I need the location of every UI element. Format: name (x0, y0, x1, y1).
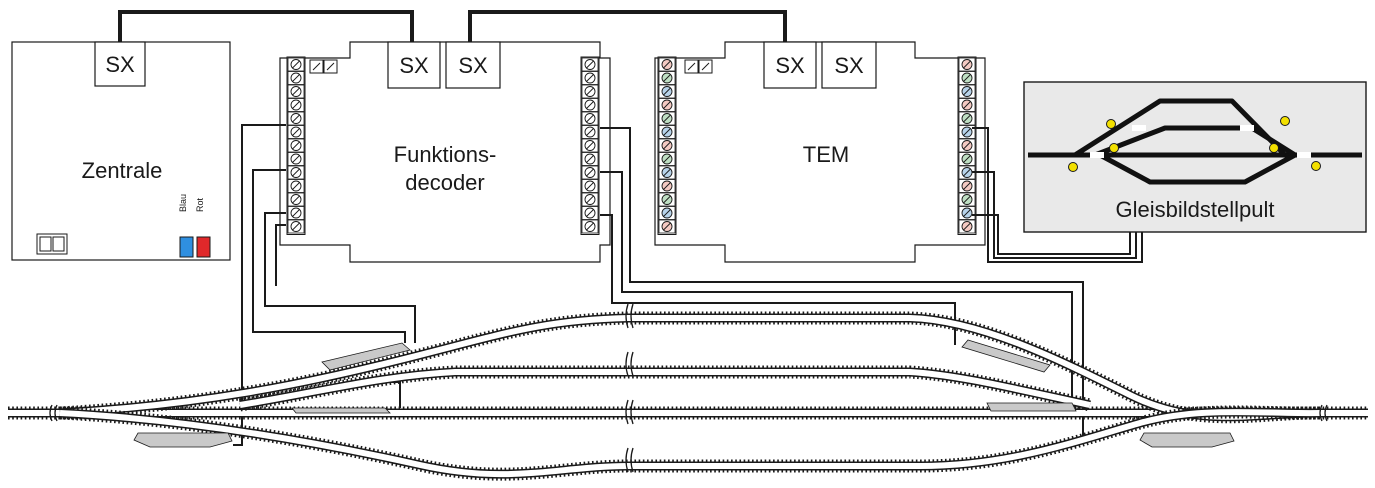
panel-track-diagram (1028, 98, 1362, 185)
central-title: Zentrale (82, 158, 163, 183)
decoder-title-line2: decoder (405, 170, 485, 195)
decoder-sx-port-right[interactable] (445, 41, 501, 89)
central-sx-port[interactable] (94, 41, 146, 87)
turnout-motor-1 (321, 342, 411, 371)
panel-turnout-gaps (1090, 125, 1311, 158)
turnout-motor-3 (133, 432, 233, 448)
socket-red-icon[interactable] (196, 236, 211, 258)
track-layout (8, 303, 1368, 481)
decoder-left-terminal-strip[interactable] (286, 56, 306, 235)
panel-indicator-lamps[interactable] (1068, 116, 1321, 172)
control-panel: Gleisbildstellpult (1023, 81, 1367, 233)
tem-title: TEM (803, 142, 849, 167)
central-unit: SX Zentrale Blau Rot (11, 41, 231, 261)
turnout-motor-5 (986, 402, 1077, 412)
decoder-sx-right-label: SX (458, 53, 488, 78)
sx-bus-cables (118, 10, 787, 42)
tem-left-terminal-strip[interactable] (657, 56, 677, 235)
decoder-sx-left-label: SX (399, 53, 429, 78)
turnout-motor-6 (1139, 432, 1235, 448)
tem-sx-port-left[interactable] (763, 41, 817, 89)
wiring (233, 124, 1143, 446)
central-sx-label: SX (105, 52, 135, 77)
turnout-motors[interactable] (133, 339, 1235, 448)
socket-blue-label: Blau (178, 194, 188, 212)
tem-module: SX SX TEM (654, 41, 986, 263)
turnout-motor-2 (291, 407, 391, 414)
function-decoder: SX SX Funktions- decoder (279, 41, 611, 263)
socket-blue-icon[interactable] (179, 236, 194, 258)
decoder-power-terminals[interactable] (309, 59, 338, 74)
tem-power-terminals[interactable] (684, 59, 713, 74)
tem-right-terminal-strip[interactable] (957, 56, 977, 235)
tem-sx-port-right[interactable] (821, 41, 877, 89)
socket-red-label: Rot (195, 197, 205, 212)
decoder-sx-port-left[interactable] (387, 41, 441, 89)
tem-sx-right-label: SX (834, 53, 864, 78)
turnout-motor-4 (961, 339, 1051, 373)
track-rails (8, 311, 1368, 481)
track-break-marks (49, 303, 1328, 473)
decoder-right-terminal-strip[interactable] (580, 56, 600, 235)
panel-title: Gleisbildstellpult (1116, 197, 1275, 222)
central-switch-icon[interactable] (36, 233, 68, 255)
decoder-title-line1: Funktions- (394, 142, 497, 167)
tem-sx-left-label: SX (775, 53, 805, 78)
